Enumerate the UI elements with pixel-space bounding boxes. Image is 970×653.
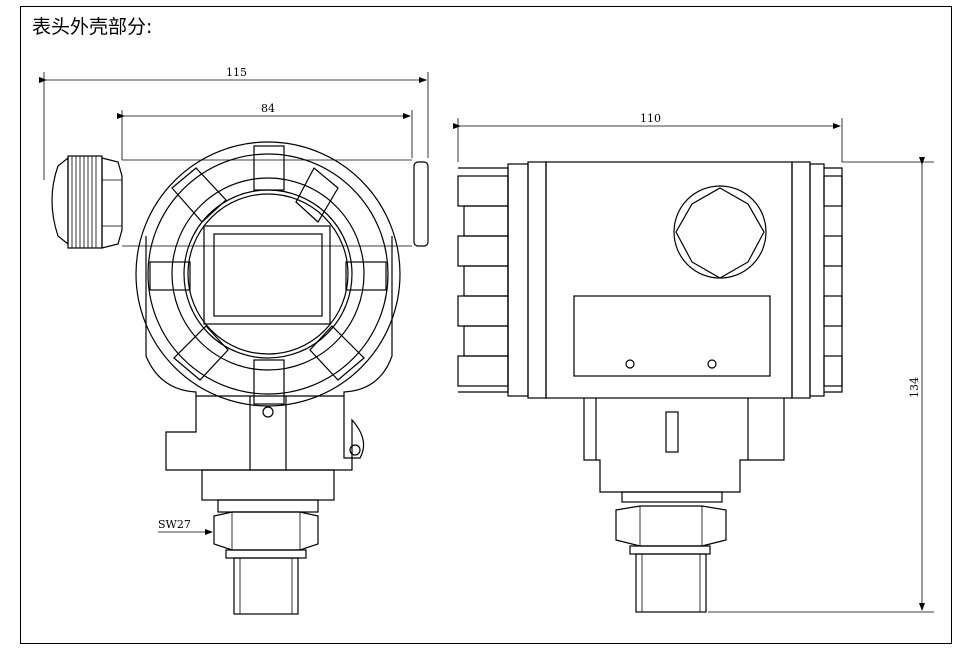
- dim-label-110: 110: [640, 112, 661, 125]
- housing-head: [135, 141, 401, 407]
- left-fins: [457, 161, 547, 399]
- cable-gland: [51, 155, 412, 249]
- side-hex-nut: [615, 505, 727, 547]
- dimension-115: 115: [39, 66, 429, 180]
- dim-label-134: 134: [908, 377, 921, 398]
- hex-nut: SW27: [158, 511, 319, 551]
- drawing-title: 表头外壳部分:: [32, 16, 153, 38]
- side-neck: [583, 398, 785, 503]
- housing-neck: [165, 396, 365, 513]
- dimension-84: 84: [117, 102, 413, 160]
- right-fins: [791, 161, 843, 399]
- end-cap: [413, 161, 429, 247]
- dimension-110: 110: [453, 112, 843, 162]
- dim-label-84: 84: [261, 102, 275, 115]
- side-thread: [629, 545, 711, 613]
- dim-label-115: 115: [226, 66, 247, 79]
- dimension-134: 134: [708, 157, 934, 613]
- drawing-frame: [20, 6, 952, 644]
- dim-label-sw27: SW27: [158, 518, 191, 531]
- front-view: 115 84: [39, 66, 429, 615]
- thread: [225, 549, 307, 615]
- side-body: [545, 161, 793, 399]
- side-view: 110 134: [453, 112, 934, 613]
